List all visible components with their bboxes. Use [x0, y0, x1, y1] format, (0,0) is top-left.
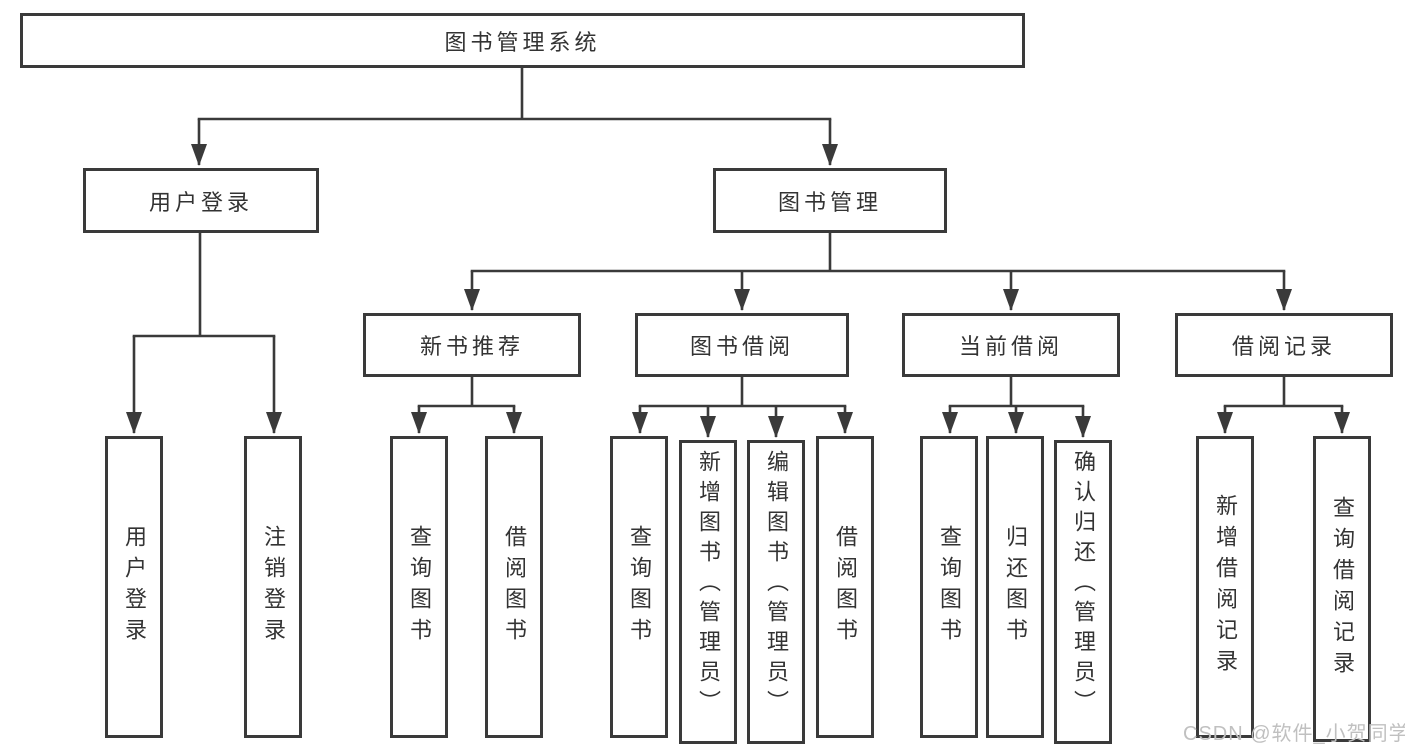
node-book-management: 图书管理 — [713, 168, 947, 233]
leaf-return-book: 归还图书 — [986, 436, 1044, 738]
edge-new-book-recommend-children — [411, 377, 522, 434]
leaf-query-books-borrow: 查询图书 — [610, 436, 668, 738]
node-user-login: 用户登录 — [83, 168, 319, 233]
node-book-borrow: 图书借阅 — [635, 313, 849, 377]
leaf-add-borrow-record: 新增借阅记录 — [1196, 436, 1254, 738]
leaf-logout: 注销登录 — [244, 436, 302, 738]
node-borrow-records: 借阅记录 — [1175, 313, 1393, 377]
leaf-query-books-current: 查询图书 — [920, 436, 978, 738]
leaf-edit-book-admin: 编辑图书（管理员） — [747, 440, 805, 744]
edge-borrow-records-children — [1217, 377, 1350, 434]
node-root-library-system: 图书管理系统 — [20, 13, 1025, 68]
node-new-book-recommend: 新书推荐 — [363, 313, 581, 377]
edge-user-login-children — [126, 233, 282, 434]
leaf-borrow-books: 借阅图书 — [816, 436, 874, 738]
edge-root-to-level2 — [191, 67, 838, 166]
edge-book-management-children — [464, 233, 1292, 311]
edge-book-borrow-children — [632, 377, 853, 438]
leaf-user-login: 用户登录 — [105, 436, 163, 738]
leaf-confirm-return-admin: 确认归还（管理员） — [1054, 440, 1112, 744]
csdn-watermark: CSDN @软件_小贺同学 — [1183, 723, 1405, 745]
node-current-borrow: 当前借阅 — [902, 313, 1120, 377]
leaf-borrow-books-recommend: 借阅图书 — [485, 436, 543, 738]
edge-current-borrow-children — [942, 377, 1091, 438]
leaf-query-books-recommend: 查询图书 — [390, 436, 448, 738]
leaf-query-borrow-record: 查询借阅记录 — [1313, 436, 1371, 742]
leaf-add-book-admin: 新增图书（管理员） — [679, 440, 737, 744]
